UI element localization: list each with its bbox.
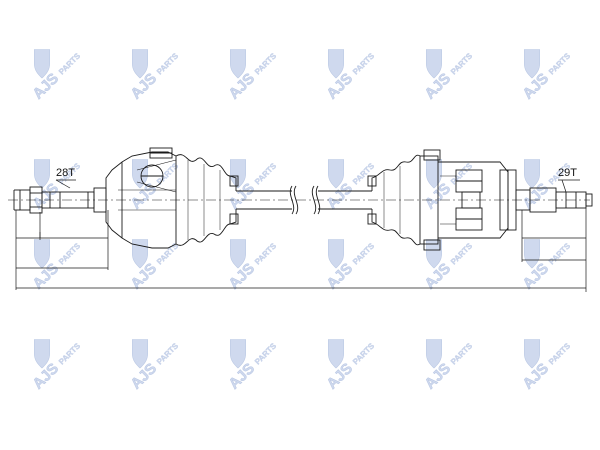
left-cv-joint	[105, 147, 177, 249]
right-spline-stub	[515, 187, 593, 213]
right-spline-label: 29T	[558, 167, 577, 179]
dimension-lines	[15, 179, 587, 292]
left-spline-label: 28T	[56, 167, 75, 179]
shaft-bar	[8, 185, 590, 215]
left-spline-stub	[13, 186, 107, 214]
right-boot	[367, 154, 421, 246]
left-boot	[175, 154, 239, 246]
